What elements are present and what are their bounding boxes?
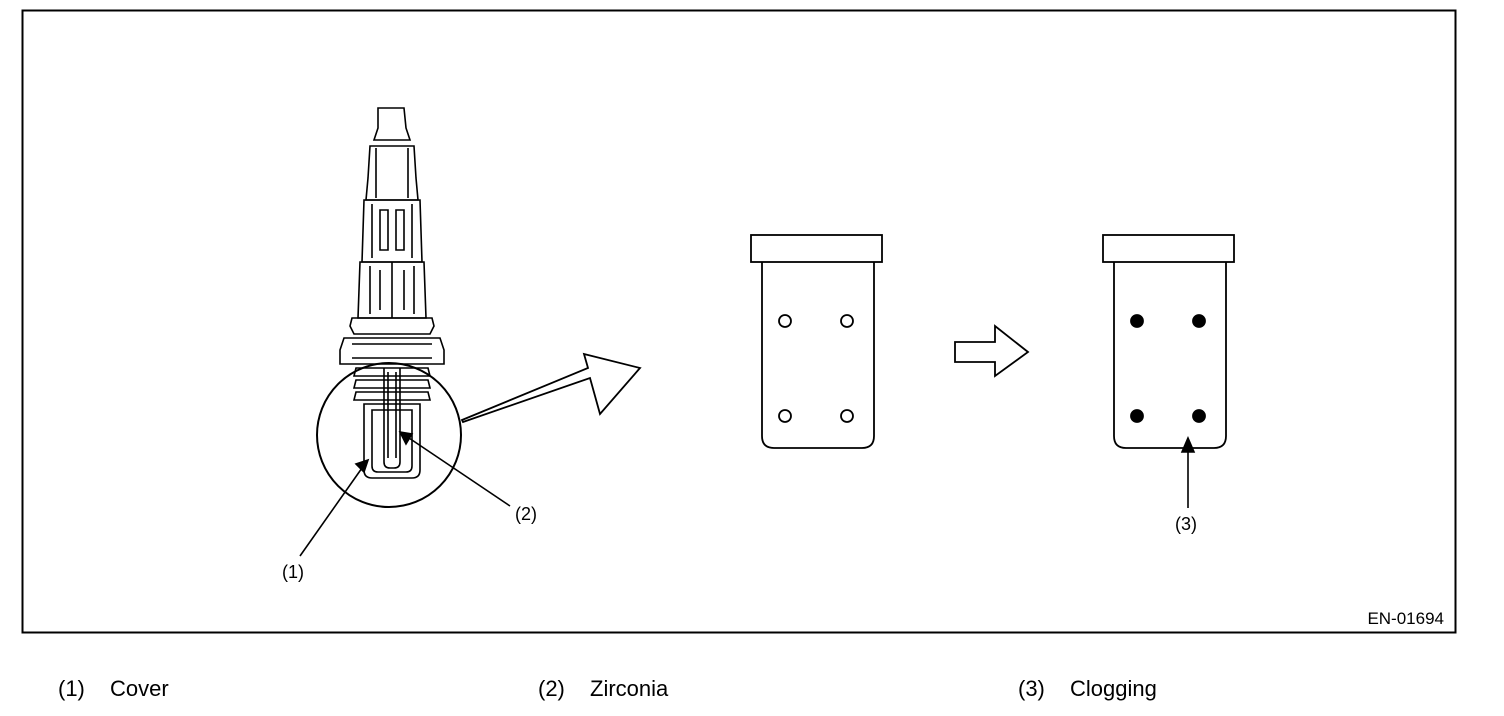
callout-1: (1): [282, 562, 304, 582]
callout-2: (2): [515, 504, 537, 524]
vent-hole-open: [840, 314, 854, 328]
cover-clogged: [1102, 234, 1235, 449]
legend-item-clogging: (3) Clogging: [1018, 676, 1157, 702]
transition-arrow: [954, 324, 1030, 378]
legend-number: (3): [1018, 676, 1045, 701]
leader-lines: [299, 430, 1196, 557]
legend-label: Zirconia: [590, 676, 669, 701]
vent-hole-open: [778, 409, 792, 423]
legend-item-zirconia: (2) Zirconia: [538, 676, 668, 702]
legend-number: (2): [538, 676, 565, 701]
legend-label: Clogging: [1070, 676, 1157, 701]
legend-number: (1): [58, 676, 85, 701]
vent-hole-clogged: [1192, 314, 1206, 328]
vent-hole-open: [778, 314, 792, 328]
vent-hole-clogged: [1130, 409, 1144, 423]
figure-code: EN-01694: [1367, 609, 1444, 628]
callout-3: (3): [1175, 514, 1197, 534]
figure-frame: [21, 9, 1457, 634]
cover-clean: [750, 234, 883, 449]
vent-hole-clogged: [1192, 409, 1206, 423]
vent-hole-open: [840, 409, 854, 423]
legend-label: Cover: [110, 676, 169, 701]
magnify-arrow: [460, 352, 642, 424]
legend-item-cover: (1) Cover: [58, 676, 169, 702]
vent-hole-clogged: [1130, 314, 1144, 328]
sensor-illustration: [316, 107, 462, 508]
